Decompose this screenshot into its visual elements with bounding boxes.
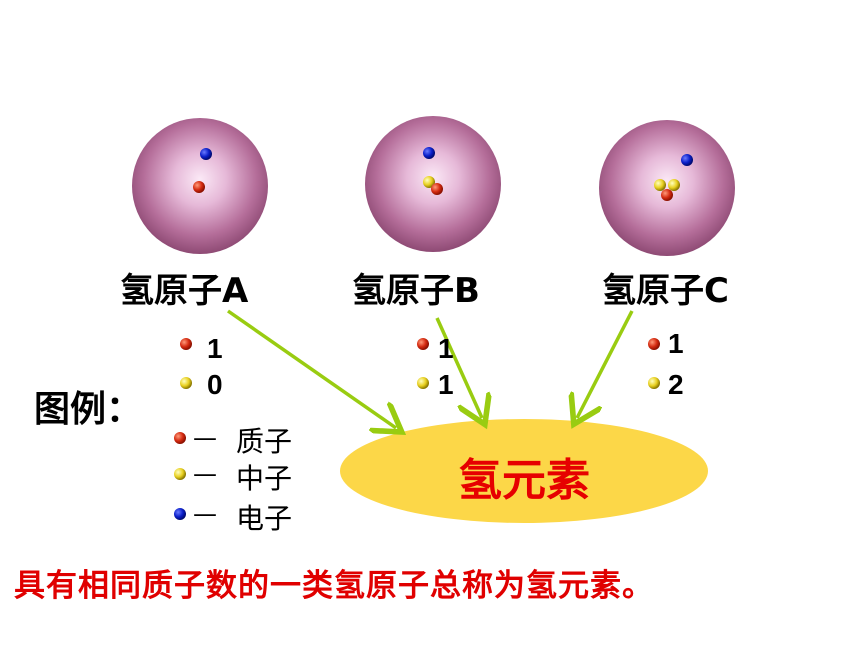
atom-a-proton bbox=[193, 181, 205, 193]
atom-c-neutron-marker bbox=[648, 377, 660, 389]
atom-a bbox=[132, 118, 268, 254]
legend-dash-electron: — bbox=[193, 500, 217, 528]
atom-a-proton-count: 1 bbox=[207, 333, 223, 364]
legend-label-neutron: 中子 bbox=[236, 462, 293, 495]
atom-b-proton-count: 1 bbox=[438, 333, 454, 364]
atom-c bbox=[599, 120, 735, 256]
legend-neutron-marker bbox=[174, 468, 186, 480]
atom-c-proton-count: 1 bbox=[668, 328, 684, 359]
atom-b-neutron bbox=[423, 176, 435, 188]
atom-b-electron bbox=[423, 147, 435, 159]
atom-c-neutron-1 bbox=[654, 179, 666, 191]
atom-b-label: 氢原子B bbox=[352, 271, 480, 311]
atom-c-sphere bbox=[599, 120, 735, 256]
atom-c-electron bbox=[681, 154, 693, 166]
atom-b-proton-marker bbox=[417, 338, 429, 350]
atom-a-label: 氢原子A bbox=[120, 271, 249, 311]
atom-b-neutron-marker bbox=[417, 377, 429, 389]
atom-b-neutron-count: 1 bbox=[438, 369, 454, 400]
atom-a-proton-marker bbox=[180, 338, 192, 350]
legend-proton-marker bbox=[174, 432, 186, 444]
arrow-b bbox=[435, 317, 482, 418]
definition-caption: 具有相同质子数的一类氢原子总称为氢元素。 bbox=[14, 568, 654, 604]
legend-dash-proton: — bbox=[193, 424, 217, 452]
element-ellipse bbox=[340, 419, 708, 523]
atom-c-neutron-count: 2 bbox=[668, 369, 684, 400]
atom-a-neutron-marker bbox=[180, 377, 192, 389]
arrow-a bbox=[226, 309, 396, 428]
legend-label-electron: 电子 bbox=[236, 502, 293, 535]
atom-a-neutron-count: 0 bbox=[207, 369, 223, 400]
atom-c-proton bbox=[661, 189, 673, 201]
atom-a-electron bbox=[200, 148, 212, 160]
atom-c-proton-marker bbox=[648, 338, 660, 350]
arrow-c bbox=[577, 310, 634, 418]
atom-c-label: 氢原子C bbox=[602, 271, 729, 311]
legend-dash-neutron: — bbox=[193, 460, 217, 488]
legend-title: 图例： bbox=[34, 389, 143, 430]
element-name: 氢元素 bbox=[458, 455, 590, 506]
legend-label-proton: 质子 bbox=[236, 425, 293, 458]
legend-electron-marker bbox=[174, 508, 186, 520]
atom-c-neutron-2 bbox=[668, 179, 680, 191]
atom-b-proton bbox=[431, 183, 443, 195]
atom-b bbox=[365, 116, 501, 252]
